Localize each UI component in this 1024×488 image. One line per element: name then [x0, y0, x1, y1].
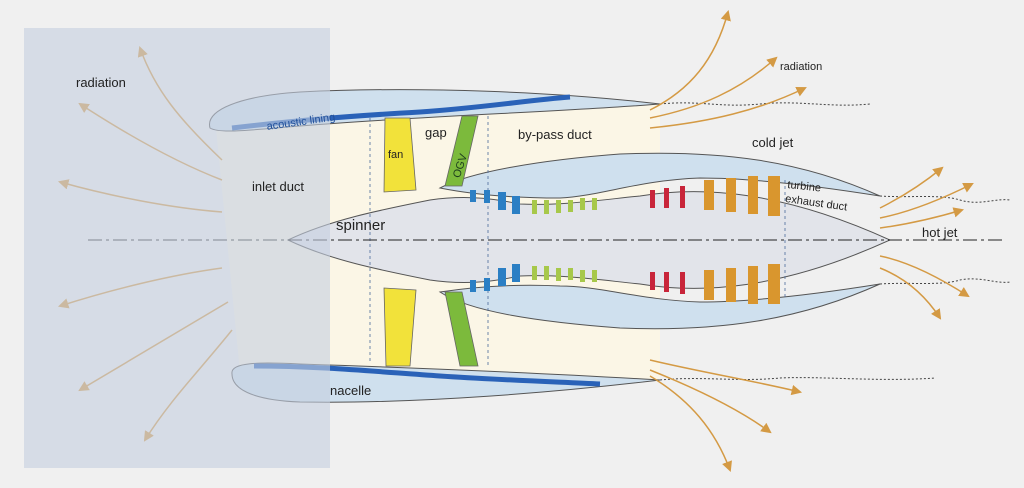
stages-upper — [470, 176, 780, 216]
label-bypass-duct: by-pass duct — [518, 127, 592, 142]
label-spinner: spinner — [336, 217, 386, 234]
fan-blade-upper — [383, 117, 417, 193]
ogv-lower — [444, 291, 479, 367]
label-gap: gap — [425, 125, 447, 140]
label-radiation-right: radiation — [780, 61, 823, 73]
fan-blade-lower — [383, 287, 417, 367]
ogv-upper — [444, 115, 479, 187]
radiation-arrows-right — [649, 9, 974, 472]
stages-lower — [470, 264, 780, 304]
core-cowl-upper — [438, 152, 881, 199]
label-radiation-left: radiation — [76, 75, 126, 90]
label-inlet-duct: inlet duct — [252, 179, 305, 194]
label-nacelle: nacelle — [330, 383, 372, 398]
core-cowl-lower — [438, 283, 881, 330]
label-hot-jet: hot jet — [922, 225, 958, 240]
label-cold-jet: cold jet — [752, 135, 794, 150]
label-fan: fan — [388, 149, 404, 161]
near-field-overlay — [24, 28, 330, 468]
